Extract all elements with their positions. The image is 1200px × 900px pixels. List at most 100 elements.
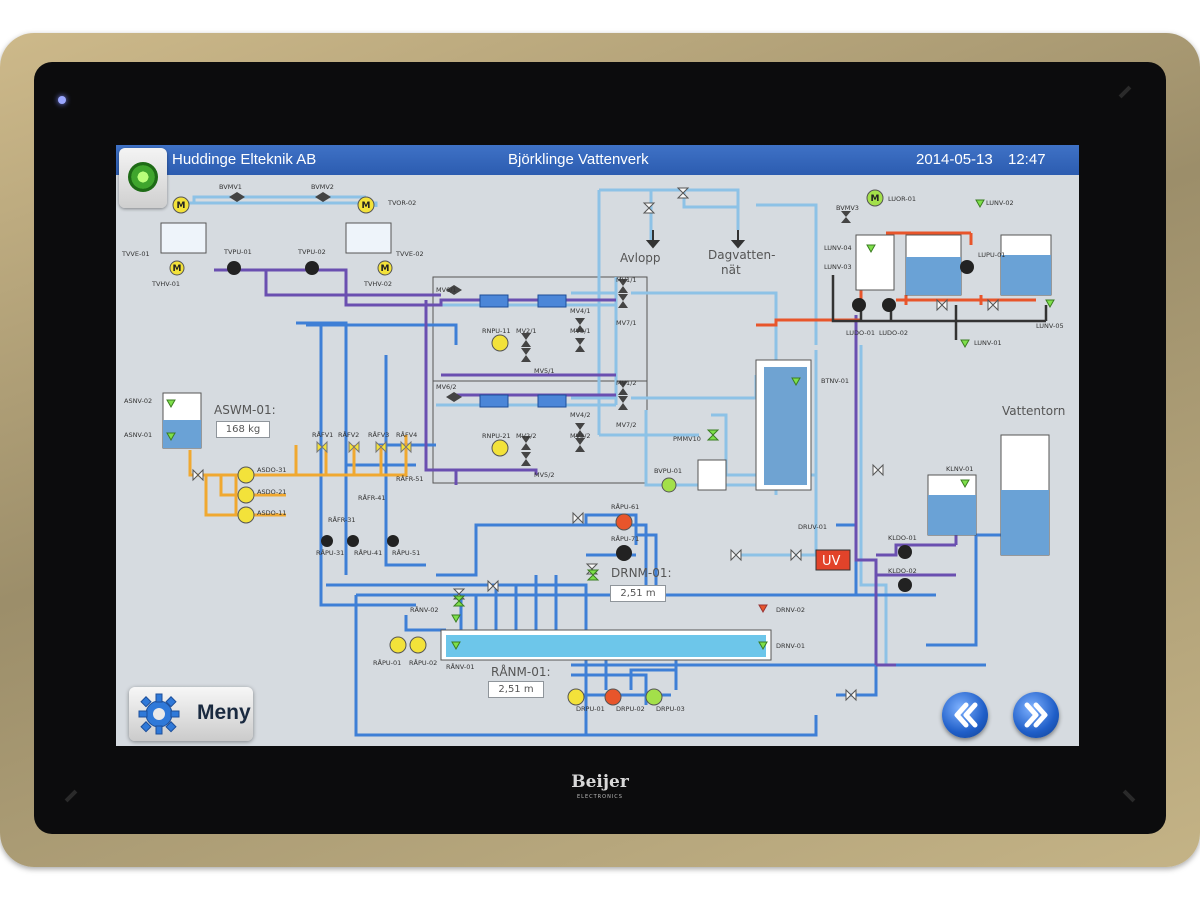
brand-subtitle: ELECTRONICS xyxy=(577,794,623,800)
pipes-red xyxy=(756,231,1036,327)
svg-text:ASNV-01: ASNV-01 xyxy=(124,431,152,439)
svg-text:MV7/1: MV7/1 xyxy=(616,319,637,327)
svg-text:RÅPU-31: RÅPU-31 xyxy=(316,548,344,557)
svg-text:MV7/2: MV7/2 xyxy=(616,421,637,429)
hmi-screen: Huddinge Elteknik AB Björklinge Vattenve… xyxy=(116,145,1079,746)
svg-text:MV4/2: MV4/2 xyxy=(570,411,591,419)
svg-text:RÅPU-71: RÅPU-71 xyxy=(611,534,639,543)
svg-text:DRNV-01: DRNV-01 xyxy=(776,642,805,650)
svg-text:RÅPU-61: RÅPU-61 xyxy=(611,502,639,511)
home-logo-button[interactable] xyxy=(119,148,167,208)
svg-text:KLDO-01: KLDO-01 xyxy=(888,534,917,542)
svg-text:UV: UV xyxy=(822,554,841,569)
svg-text:RÅFV2: RÅFV2 xyxy=(338,430,359,439)
svg-text:TVHV-01: TVHV-01 xyxy=(151,280,180,288)
svg-text:MV1/1: MV1/1 xyxy=(616,276,637,284)
svg-text:DRPU-02: DRPU-02 xyxy=(616,705,645,713)
svg-text:M: M xyxy=(173,264,182,274)
double-chevron-left-icon xyxy=(954,702,978,728)
svg-text:KLNV-01: KLNV-01 xyxy=(946,465,973,473)
power-led-icon xyxy=(58,96,66,104)
previous-page-button[interactable] xyxy=(942,692,988,738)
svg-text:RÅPU-02: RÅPU-02 xyxy=(409,658,437,667)
svg-text:MV1/2: MV1/2 xyxy=(616,379,637,387)
svg-text:RÅFV3: RÅFV3 xyxy=(368,430,389,439)
svg-text:BTNV-01: BTNV-01 xyxy=(821,377,849,385)
drain-arrows xyxy=(645,230,746,249)
svg-text:LUOR-01: LUOR-01 xyxy=(888,195,916,203)
svg-text:LUDO-01: LUDO-01 xyxy=(846,329,875,337)
svg-text:MV6/2: MV6/2 xyxy=(436,383,457,391)
svg-text:BVMV2: BVMV2 xyxy=(311,183,334,191)
svg-text:BVMV1: BVMV1 xyxy=(219,183,242,191)
svg-text:LUNV-05: LUNV-05 xyxy=(1036,322,1064,330)
svg-text:LUNV-03: LUNV-03 xyxy=(824,263,852,271)
svg-text:RNPU-21: RNPU-21 xyxy=(482,432,511,440)
svg-text:ASNV-02: ASNV-02 xyxy=(124,397,152,405)
svg-text:MV2/1: MV2/1 xyxy=(516,327,537,335)
drnm-value[interactable]: 2,51 m xyxy=(610,585,666,602)
svg-text:BVMV3: BVMV3 xyxy=(836,204,859,212)
svg-text:DRUV-01: DRUV-01 xyxy=(798,523,827,531)
svg-text:M: M xyxy=(177,201,186,211)
double-chevron-right-icon xyxy=(1024,702,1048,728)
valves-green xyxy=(452,429,720,607)
valves-open xyxy=(192,187,999,702)
svg-text:TVHV-02: TVHV-02 xyxy=(363,280,392,288)
svg-text:RÅFR-51: RÅFR-51 xyxy=(396,474,424,483)
svg-text:LUPU-01: LUPU-01 xyxy=(978,251,1005,259)
title-bar: Huddinge Elteknik AB Björklinge Vattenve… xyxy=(116,145,1079,175)
ranm-value[interactable]: 2,51 m xyxy=(488,681,544,698)
svg-text:MV5/2: MV5/2 xyxy=(534,471,555,479)
date-display: 2014-05-13 xyxy=(916,151,993,168)
filter-elements xyxy=(479,294,567,408)
svg-text:Vattentorn: Vattentorn xyxy=(1002,404,1065,418)
svg-text:LUDO-02: LUDO-02 xyxy=(879,329,908,337)
level-sensors xyxy=(166,199,1055,651)
svg-text:M: M xyxy=(381,264,390,274)
svg-text:ASDO-31: ASDO-31 xyxy=(257,466,287,474)
valves-yellow xyxy=(316,440,412,454)
pumps xyxy=(227,260,974,706)
uv-unit xyxy=(815,549,851,571)
next-page-button[interactable] xyxy=(1013,692,1059,738)
svg-text:RÅFV4: RÅFV4 xyxy=(396,430,417,439)
svg-text:MV6/1: MV6/1 xyxy=(436,286,457,294)
svg-text:MV3/1: MV3/1 xyxy=(570,327,591,335)
svg-text:KLDO-02: KLDO-02 xyxy=(888,567,917,575)
svg-text:RNPU-11: RNPU-11 xyxy=(482,327,511,335)
svg-text:RÅFR-31: RÅFR-31 xyxy=(328,515,356,524)
svg-text:RÅFR-41: RÅFR-41 xyxy=(358,493,386,502)
process-diagram: M M M M M xyxy=(121,183,1065,737)
svg-text:MV5/1: MV5/1 xyxy=(534,367,555,375)
motor-letters: M M M M M xyxy=(173,194,880,274)
pipes-orange xyxy=(188,435,408,517)
svg-text:LUNV-01: LUNV-01 xyxy=(974,339,1002,347)
area-labels: Avlopp Dagvatten- nät Vattentorn UV xyxy=(620,248,1065,569)
page-title: Björklinge Vattenverk xyxy=(508,151,649,168)
svg-text:RÅNV-01: RÅNV-01 xyxy=(446,662,475,671)
valves xyxy=(229,192,851,466)
svg-text:TVVE-02: TVVE-02 xyxy=(395,250,424,258)
pipes-purple xyxy=(214,268,958,667)
svg-text:DRPU-01: DRPU-01 xyxy=(576,705,605,713)
brand-logo: Beijer xyxy=(571,772,629,792)
svg-text:RÅPU-41: RÅPU-41 xyxy=(354,548,382,557)
menu-label: Meny xyxy=(197,701,251,724)
gear-icon xyxy=(138,693,180,735)
svg-text:M: M xyxy=(362,201,371,211)
svg-text:Avlopp: Avlopp xyxy=(620,251,661,265)
svg-text:LUNV-04: LUNV-04 xyxy=(824,244,852,252)
aswm-label: ASWM-01: xyxy=(214,403,276,417)
svg-text:M: M xyxy=(871,194,880,204)
svg-text:PMMV10: PMMV10 xyxy=(673,435,701,443)
svg-text:RÅPU-01: RÅPU-01 xyxy=(373,658,401,667)
svg-text:RÅFV1: RÅFV1 xyxy=(312,430,333,439)
svg-text:RÅPU-51: RÅPU-51 xyxy=(392,548,420,557)
tag-labels: BVMV1 BVMV2 TVOR-02 TVVE-01 TVHV-01 TVPU… xyxy=(121,183,1064,713)
menu-button[interactable]: Meny xyxy=(129,687,253,741)
svg-text:MV4/1: MV4/1 xyxy=(570,307,591,315)
aswm-value[interactable]: 168 kg xyxy=(216,421,270,438)
drnm-label: DRNM-01: xyxy=(611,566,672,580)
svg-text:MV3/2: MV3/2 xyxy=(570,432,591,440)
